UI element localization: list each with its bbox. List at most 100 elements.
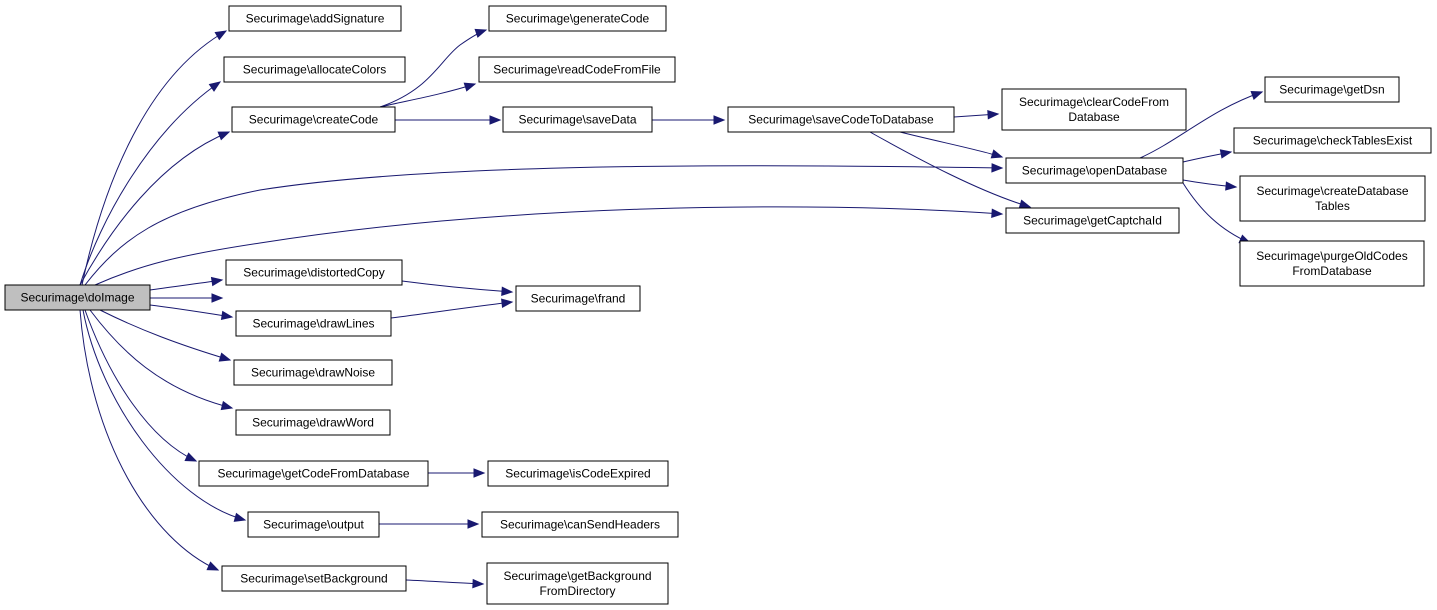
node-addSignature[interactable]: Securimage\addSignature <box>228 5 402 32</box>
node-label: Securimage\createCode <box>249 113 379 127</box>
arrowhead <box>214 30 228 41</box>
node-setBackground[interactable]: Securimage\setBackground <box>221 565 407 592</box>
node-label: Securimage\doImage <box>20 291 134 305</box>
arrowhead <box>991 163 1004 173</box>
edge-doImage-to-drawWord <box>89 309 234 411</box>
edge-doImage-to-distortedCopy <box>149 276 224 291</box>
arrowhead <box>218 352 232 362</box>
edge-doImage-to-drawNoise <box>99 309 232 362</box>
edge-line <box>94 206 1003 286</box>
node-box <box>1005 157 1184 184</box>
arrowhead <box>1250 90 1264 100</box>
node-getDsn[interactable]: Securimage\getDsn <box>1264 76 1400 103</box>
node-isCodeExpired[interactable]: Securimage\isCodeExpired <box>487 460 669 487</box>
edge-line <box>401 280 513 293</box>
arrowhead <box>206 561 220 571</box>
node-box <box>225 259 403 286</box>
node-label: Securimage\generateCode <box>506 12 650 26</box>
arrowhead <box>1219 149 1233 159</box>
node-label: Securimage\drawLines <box>252 317 374 331</box>
arrowhead <box>210 276 224 287</box>
arrowhead <box>473 468 486 478</box>
node-doImage[interactable]: Securimage\doImage <box>4 284 151 311</box>
edge-doImage-to-drawLines <box>149 304 234 321</box>
edge-doImage-to-allocateColors <box>79 81 222 286</box>
node-label: Securimage\distortedCopy <box>243 266 384 280</box>
arrowhead <box>217 131 231 141</box>
node-output[interactable]: Securimage\output <box>247 511 380 538</box>
edge-openDatabase-to-getDsn <box>1139 90 1264 159</box>
node-openDatabase[interactable]: Securimage\openDatabase <box>1005 157 1184 184</box>
edge-saveData-to-saveCodeToDatabase <box>652 115 726 125</box>
node-box <box>1239 175 1426 222</box>
arrowhead <box>991 208 1004 219</box>
node-drawWord[interactable]: Securimage\drawWord <box>235 409 391 436</box>
node-canSendHeaders[interactable]: Securimage\canSendHeaders <box>481 511 679 538</box>
arrowhead <box>463 82 477 92</box>
node-saveData[interactable]: Securimage\saveData <box>502 106 653 133</box>
node-label: Securimage\canSendHeaders <box>500 518 660 532</box>
arrowhead <box>501 286 514 297</box>
node-drawLines[interactable]: Securimage\drawLines <box>235 310 392 337</box>
arrowhead <box>489 115 502 125</box>
node-generateCode[interactable]: Securimage\generateCode <box>488 5 667 32</box>
edge-getCodeFromDatabase-to-isCodeExpired <box>428 468 486 478</box>
node-drawNoise[interactable]: Securimage\drawNoise <box>233 359 393 386</box>
node-label: Securimage\getBackground <box>503 569 651 583</box>
node-label: Securimage\output <box>263 518 364 532</box>
node-getCaptchaId[interactable]: Securimage\getCaptchaId <box>1005 207 1180 234</box>
node-readCodeFromFile[interactable]: Securimage\readCodeFromFile <box>478 56 676 83</box>
node-box <box>1239 240 1425 287</box>
node-box <box>231 106 396 133</box>
node-box <box>233 359 393 386</box>
node-label: Securimage\saveCodeToDatabase <box>748 113 934 127</box>
node-box <box>481 511 679 538</box>
edge-line <box>84 309 197 462</box>
edge-doImage-to-createCode <box>79 131 231 286</box>
edge-line <box>89 309 233 409</box>
arrowhead <box>472 578 485 589</box>
node-box <box>727 106 955 133</box>
arrowhead <box>713 115 726 125</box>
edge-line <box>84 165 1003 286</box>
node-box <box>4 284 151 311</box>
node-frand[interactable]: Securimage\frand <box>515 285 641 312</box>
edge-line <box>899 131 1003 158</box>
edge-line <box>405 579 484 585</box>
nodes-layer: Securimage\doImage Securimage\addSignatur… <box>4 5 1432 605</box>
edge-createCode-to-saveData <box>395 115 502 125</box>
node-getCodeFromDatabase[interactable]: Securimage\getCodeFromDatabase <box>198 460 429 487</box>
node-createCode[interactable]: Securimage\createCode <box>231 106 396 133</box>
node-box <box>221 565 407 592</box>
edge-distortedCopy-to-frand <box>401 280 514 297</box>
node-distortedCopy[interactable]: Securimage\distortedCopy <box>225 259 403 286</box>
node-allocateColors[interactable]: Securimage\allocateColors <box>223 56 406 83</box>
node-label: Securimage\createDatabase <box>1256 184 1408 198</box>
node-label: Securimage\openDatabase <box>1022 164 1168 178</box>
edge-line <box>149 304 233 318</box>
arrowhead <box>1225 181 1238 191</box>
edge-drawLines-to-frand <box>390 298 514 319</box>
node-label: Securimage\saveData <box>518 113 636 127</box>
node-label: Securimage\getCodeFromDatabase <box>217 467 409 481</box>
node-saveCodeToDatabase[interactable]: Securimage\saveCodeToDatabase <box>727 106 955 133</box>
node-box <box>228 5 402 32</box>
edge-doImage-to-output <box>82 309 247 522</box>
edge-openDatabase-to-createDatabaseTables <box>1182 179 1238 191</box>
node-label: Securimage\isCodeExpired <box>505 467 650 481</box>
edge-line <box>869 131 1031 208</box>
node-label: Securimage\frand <box>531 292 626 306</box>
edge-line <box>81 30 227 286</box>
edge-saveCodeToDatabase-to-openDatabase <box>899 131 1004 159</box>
node-box <box>1001 88 1187 131</box>
arrowhead <box>474 28 488 38</box>
node-box <box>247 511 380 538</box>
edge-line <box>379 83 476 108</box>
node-label: Securimage\clearCodeFrom <box>1019 95 1169 109</box>
edge-doImage-to-frand <box>149 293 224 303</box>
node-checkTablesExist[interactable]: Securimage\checkTablesExist <box>1233 127 1432 154</box>
